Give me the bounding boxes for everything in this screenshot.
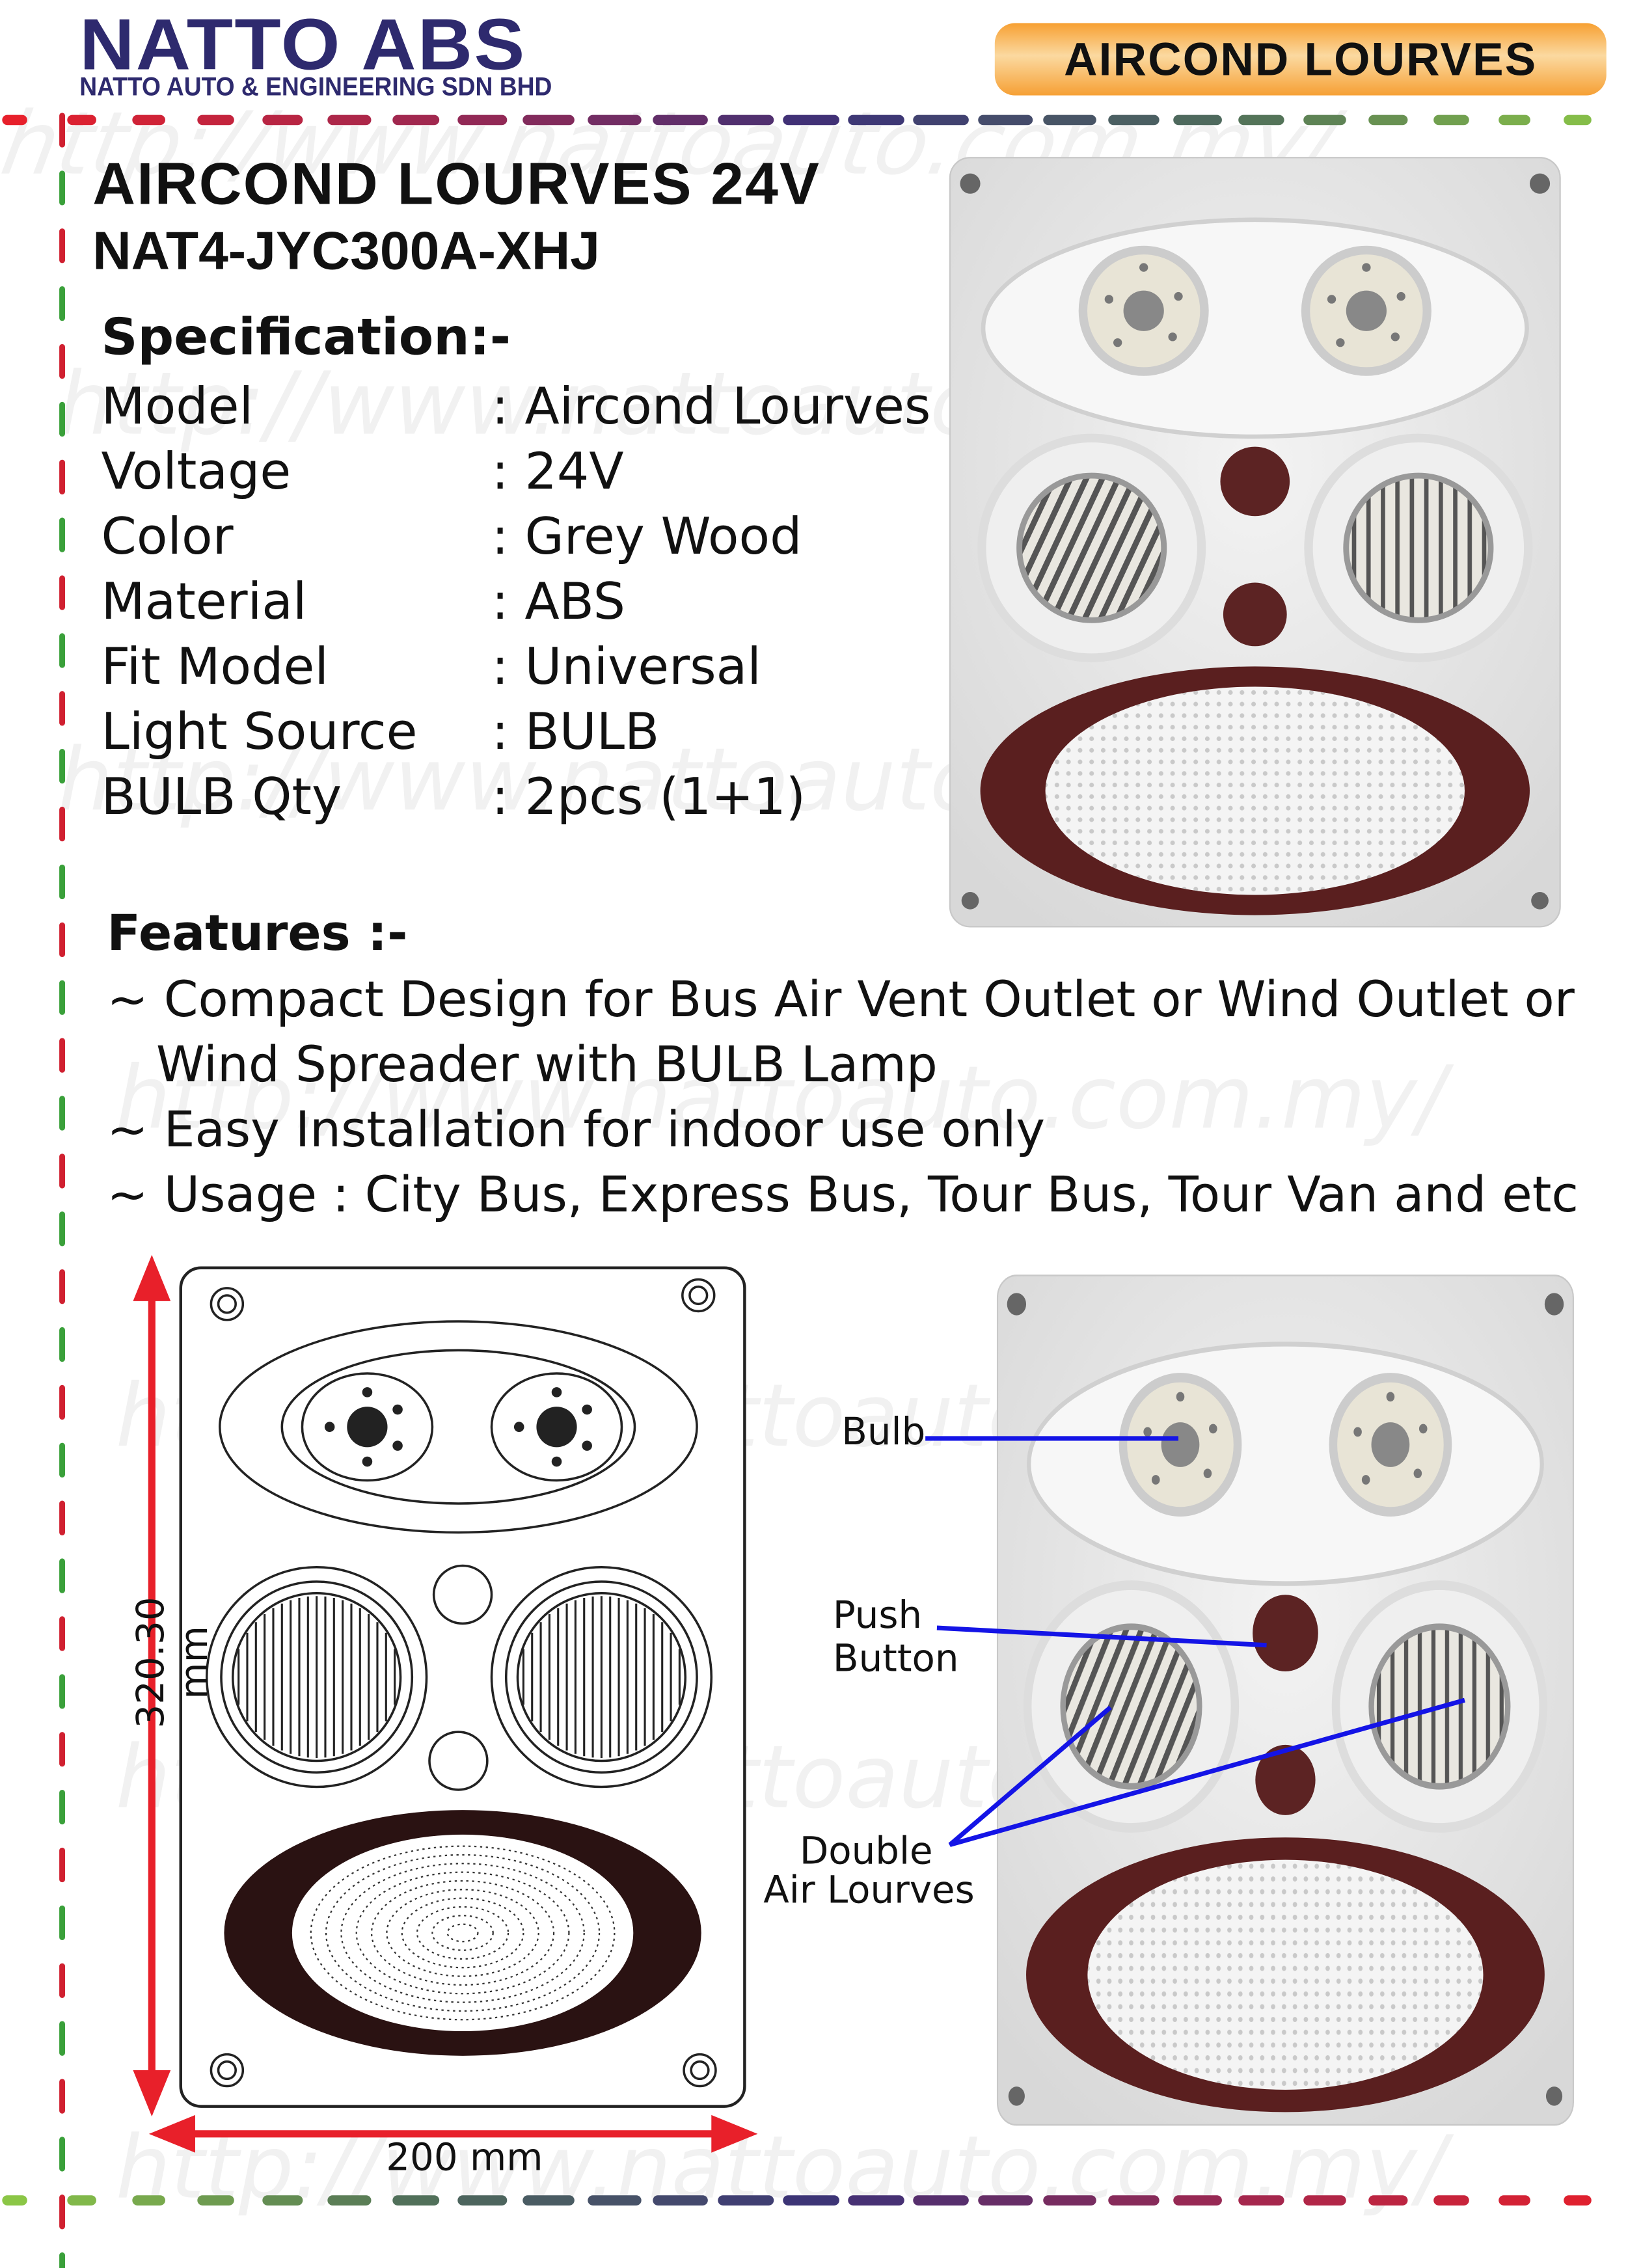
height-dimension-label: 320.30 mm — [129, 1597, 217, 1729]
spec-label: BULB Qty — [101, 769, 342, 828]
speaker-ring — [431, 1915, 494, 1951]
product-code: NAT4-JYC300A-XHJ — [92, 221, 600, 281]
spec-value: : Universal — [491, 639, 761, 697]
speaker-ring — [325, 1854, 601, 2012]
callout-air-lourves: Air Lourves — [763, 1869, 975, 1913]
speaker-ring — [446, 1923, 479, 1943]
company-logo: NATTO ABS — [79, 4, 526, 86]
spec-row: Model : Aircond Lourves — [102, 379, 969, 437]
spec-value: : BULB — [491, 704, 660, 763]
width-dimension-label: 200 mm — [386, 2137, 543, 2180]
spec-label: Model — [101, 379, 254, 437]
company-name: NATTO AUTO & ENGINEERING SDN BHD — [79, 72, 552, 101]
spec-row: Voltage : 24V — [102, 444, 969, 502]
category-badge: AIRCOND LOURVES — [994, 23, 1607, 96]
spec-value: : 2pcs (1+1) — [491, 769, 806, 828]
spec-label: Fit Model — [101, 639, 329, 697]
features-heading: Features :- — [107, 905, 408, 963]
spec-label: Voltage — [101, 444, 292, 502]
feature-line: ~ Usage : City Bus, Express Bus, Tour Bu… — [107, 1167, 1579, 1225]
speaker-ring — [416, 1906, 509, 1960]
feature-line: ~ Easy Installation for indoor use only — [107, 1101, 1046, 1160]
spec-value: : 24V — [491, 444, 624, 502]
spec-heading: Specification:- — [101, 309, 511, 368]
speaker-ring — [370, 1880, 555, 1986]
watermark-text: http://www.nattoauto.com.my/ — [116, 1047, 1454, 1148]
speaker-ring — [401, 1897, 524, 1969]
spec-row: Color : Grey Wood — [102, 509, 969, 567]
speaker-ring — [386, 1889, 539, 1977]
feature-line: Wind Spreader with BULB Lamp — [156, 1036, 938, 1095]
spec-row: Light Source : BULB — [102, 704, 969, 762]
callout-button: Button — [832, 1638, 959, 1682]
spec-label: Material — [101, 574, 307, 632]
spec-value: : Aircond Lourves — [491, 379, 931, 437]
spec-row: Material : ABS — [102, 574, 969, 632]
spec-label: Color — [101, 509, 234, 567]
spec-label: Light Source — [101, 704, 418, 763]
callout-push: Push — [832, 1594, 923, 1638]
spec-row: BULB Qty : 2pcs (1+1) — [102, 769, 969, 827]
callout-bulb: Bulb — [841, 1411, 926, 1455]
speaker-ring — [355, 1871, 570, 1995]
spec-row: Fit Model : Universal — [102, 639, 969, 697]
callout-double: Double — [799, 1830, 933, 1874]
feature-line: ~ Compact Design for Bus Air Vent Outlet… — [107, 971, 1575, 1030]
spec-value: : Grey Wood — [491, 509, 802, 567]
spec-value: : ABS — [491, 574, 626, 632]
product-title: AIRCOND LOURVES 24V — [92, 150, 821, 217]
speaker-ring — [310, 1845, 616, 2021]
speaker-ring — [340, 1863, 585, 2003]
